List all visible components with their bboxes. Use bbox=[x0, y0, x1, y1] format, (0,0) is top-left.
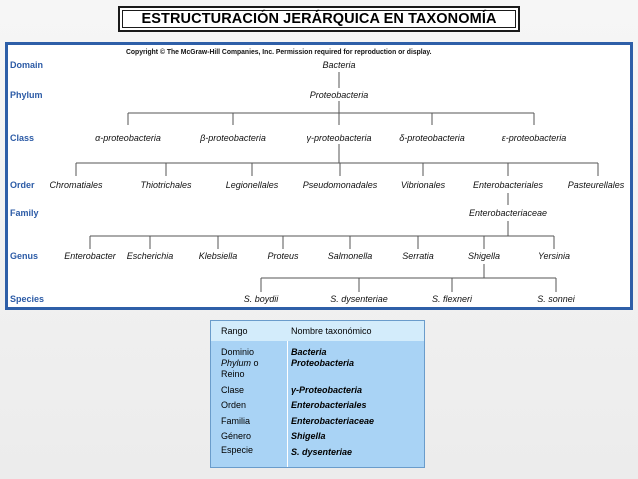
node-class: α-proteobacteria bbox=[95, 133, 161, 143]
node-order: Enterobacteriales bbox=[472, 180, 544, 190]
node-species: S. sonnei bbox=[537, 294, 575, 304]
node-order: Thiotrichales bbox=[140, 180, 192, 190]
table-rank-cell: Especie bbox=[221, 445, 254, 455]
node-genus: Shigella bbox=[467, 251, 501, 261]
node-species: S. boydii bbox=[243, 294, 279, 304]
node-order: Chromatiales bbox=[49, 180, 103, 190]
rank-table: Rango Nombre taxonómico Dominio Phylum o… bbox=[210, 320, 425, 468]
copyright-notice: Copyright © The McGraw-Hill Companies, I… bbox=[126, 49, 432, 56]
table-rank-cell: Phylum o bbox=[221, 358, 259, 369]
table-name-cell: Bacteria bbox=[291, 347, 327, 357]
table-rank-phylum: Phylum bbox=[221, 358, 252, 368]
table-rank-cell: Dominio bbox=[221, 347, 255, 357]
table-name-cell: Enterobacteriales bbox=[291, 400, 367, 410]
node-genus: Serratia bbox=[402, 251, 434, 261]
taxonomy-figure: Copyright © The McGraw-Hill Companies, I… bbox=[5, 42, 633, 310]
table-rank-or: o bbox=[253, 358, 259, 368]
rank-class: Class bbox=[10, 133, 35, 143]
table-header: Rango Nombre taxonómico bbox=[211, 321, 424, 341]
table-name-cell: S. dysenteriae bbox=[291, 447, 353, 457]
rank-phylum: Phylum bbox=[10, 90, 43, 100]
table-rank-cell: Reino bbox=[221, 369, 245, 379]
column-divider bbox=[287, 341, 288, 467]
tree-connectors bbox=[75, 72, 599, 292]
node-class: β-proteobacteria bbox=[200, 133, 266, 143]
table-rank-cell: Género bbox=[221, 431, 252, 441]
node-species: S. flexneri bbox=[431, 294, 473, 304]
node-class: ε-proteobacteria bbox=[501, 133, 567, 143]
node-genus: Escherichia bbox=[126, 251, 174, 261]
table-name-cell: Enterobacteriaceae bbox=[291, 416, 375, 426]
node-class: γ-proteobacteria bbox=[306, 133, 372, 143]
table-name-cell: Shigella bbox=[291, 431, 326, 441]
title-box: ESTRUCTURACIÓN JERÁRQUICA EN TAXONOMÍA bbox=[118, 6, 520, 32]
node-order: Legionellales bbox=[225, 180, 279, 190]
node-genus: Yersinia bbox=[537, 251, 571, 261]
rank-domain: Domain bbox=[10, 60, 44, 70]
rank-order: Order bbox=[10, 180, 35, 190]
node-order: Pseudomonadales bbox=[302, 180, 378, 190]
node-family: Enterobacteriaceae bbox=[468, 208, 548, 218]
rank-genus: Genus bbox=[10, 251, 39, 261]
node-domain: Bacteria bbox=[322, 60, 356, 70]
node-order: Pasteurellales bbox=[567, 180, 625, 190]
table-name-cell: γ-Proteobacteria bbox=[291, 385, 363, 395]
node-genus: Enterobacter bbox=[64, 251, 116, 261]
node-genus: Klebsiella bbox=[198, 251, 238, 261]
rank-species: Species bbox=[10, 294, 45, 304]
table-name-cell: Proteobacteria bbox=[291, 358, 355, 368]
header-rank: Rango bbox=[221, 326, 248, 336]
slide-title: ESTRUCTURACIÓN JERÁRQUICA EN TAXONOMÍA bbox=[122, 10, 516, 28]
rank-family: Family bbox=[10, 208, 39, 218]
table-rank-cell: Orden bbox=[221, 400, 247, 410]
node-order: Vibrionales bbox=[400, 180, 446, 190]
node-genus: Salmonella bbox=[327, 251, 373, 261]
table-rank-cell: Familia bbox=[221, 416, 251, 426]
header-name: Nombre taxonómico bbox=[291, 326, 372, 336]
node-phylum: Proteobacteria bbox=[309, 90, 369, 100]
node-class: δ-proteobacteria bbox=[399, 133, 465, 143]
table-rank-cell: Clase bbox=[221, 385, 245, 395]
node-genus: Proteus bbox=[267, 251, 299, 261]
node-species: S. dysenteriae bbox=[330, 294, 388, 304]
